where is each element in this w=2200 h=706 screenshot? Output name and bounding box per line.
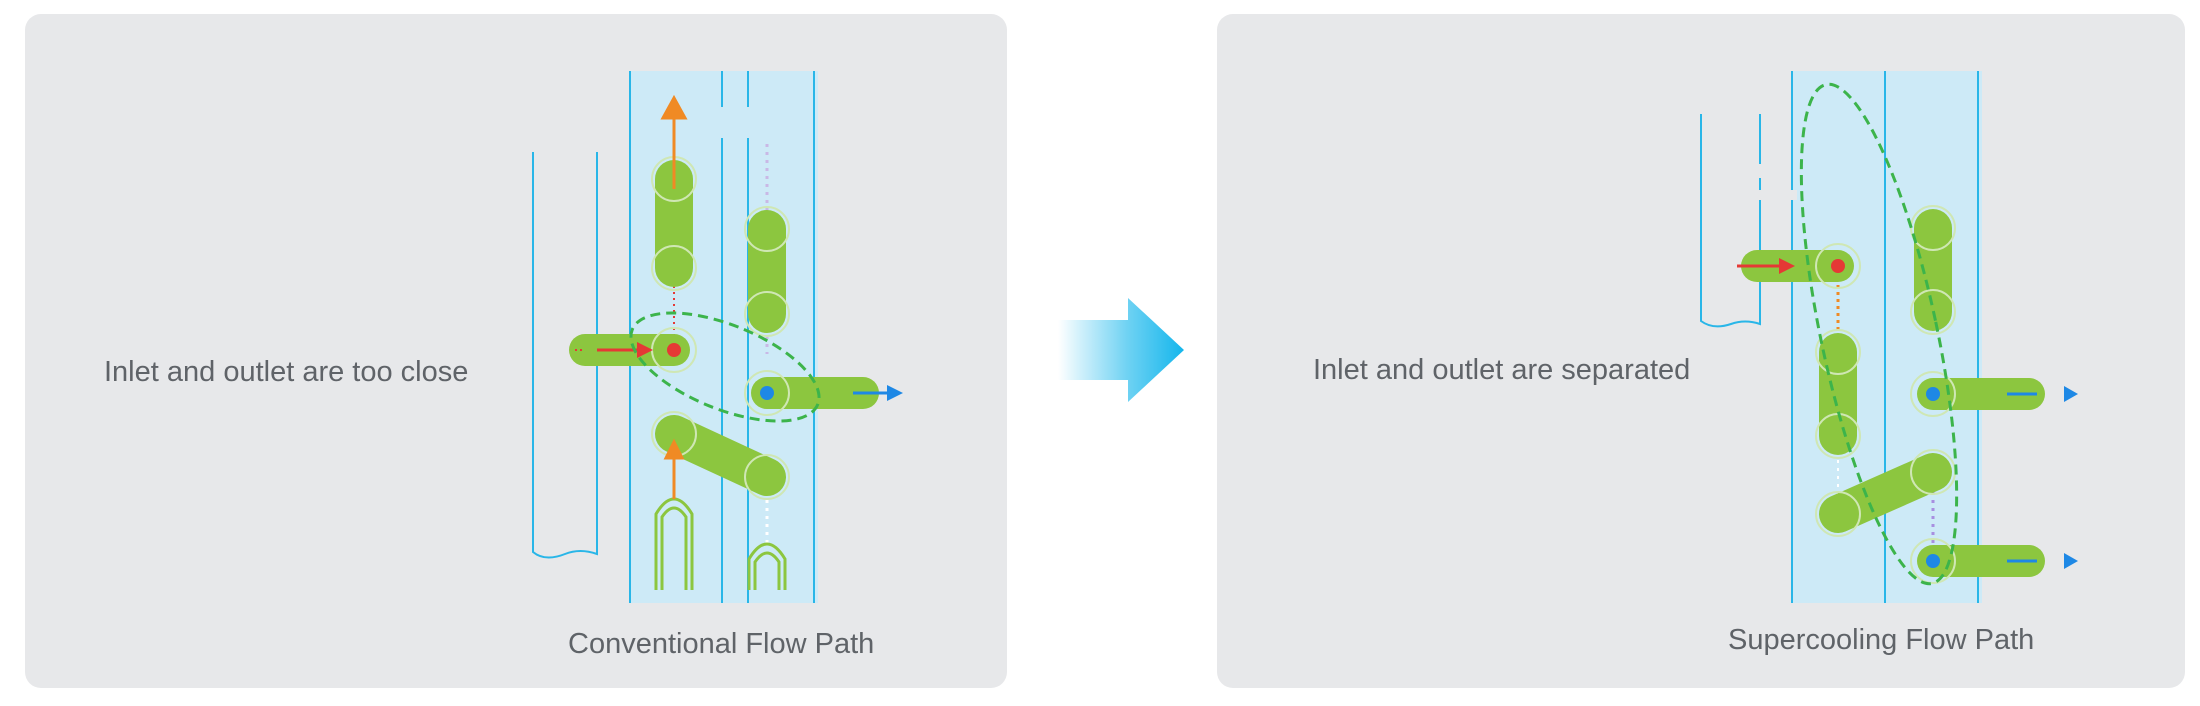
tube-segment	[655, 415, 786, 496]
conventional-panel: Inlet and outlet are too close Conventio…	[25, 14, 1007, 688]
highlight-ellipse	[629, 311, 821, 423]
supercooling-flow-diagram	[1700, 71, 2078, 603]
inlet-arrow-icon	[1779, 258, 1795, 274]
highlight-ellipse	[1799, 82, 1959, 586]
side-label: Inlet and outlet are too close	[104, 356, 469, 388]
side-label: Inlet and outlet are separated	[1313, 354, 1691, 386]
right-arrow-icon	[1058, 298, 1184, 402]
outlet-arrow-icon	[2064, 386, 2078, 402]
inlet-dot	[1831, 259, 1845, 273]
panel-caption: Conventional Flow Path	[568, 628, 875, 660]
up-arrow-icon	[663, 438, 685, 460]
inlet-arrow-icon	[637, 342, 653, 358]
up-arrow-icon	[660, 94, 688, 120]
outlet-dot	[1926, 387, 1940, 401]
inlet-dot	[667, 343, 681, 357]
side-pipe	[532, 152, 598, 559]
outlet-arrow-icon	[887, 385, 903, 401]
supercooling-panel: Inlet and outlet are separated Supercool…	[1217, 14, 2185, 688]
outlet-dot	[760, 386, 774, 400]
tube-segment	[1819, 453, 1952, 533]
panel-caption: Supercooling Flow Path	[1728, 624, 2035, 656]
side-pipe	[1700, 114, 1761, 328]
outlet-arrow-icon	[2064, 553, 2078, 569]
outlet-dot	[1926, 554, 1940, 568]
conventional-flow-diagram	[532, 71, 903, 603]
